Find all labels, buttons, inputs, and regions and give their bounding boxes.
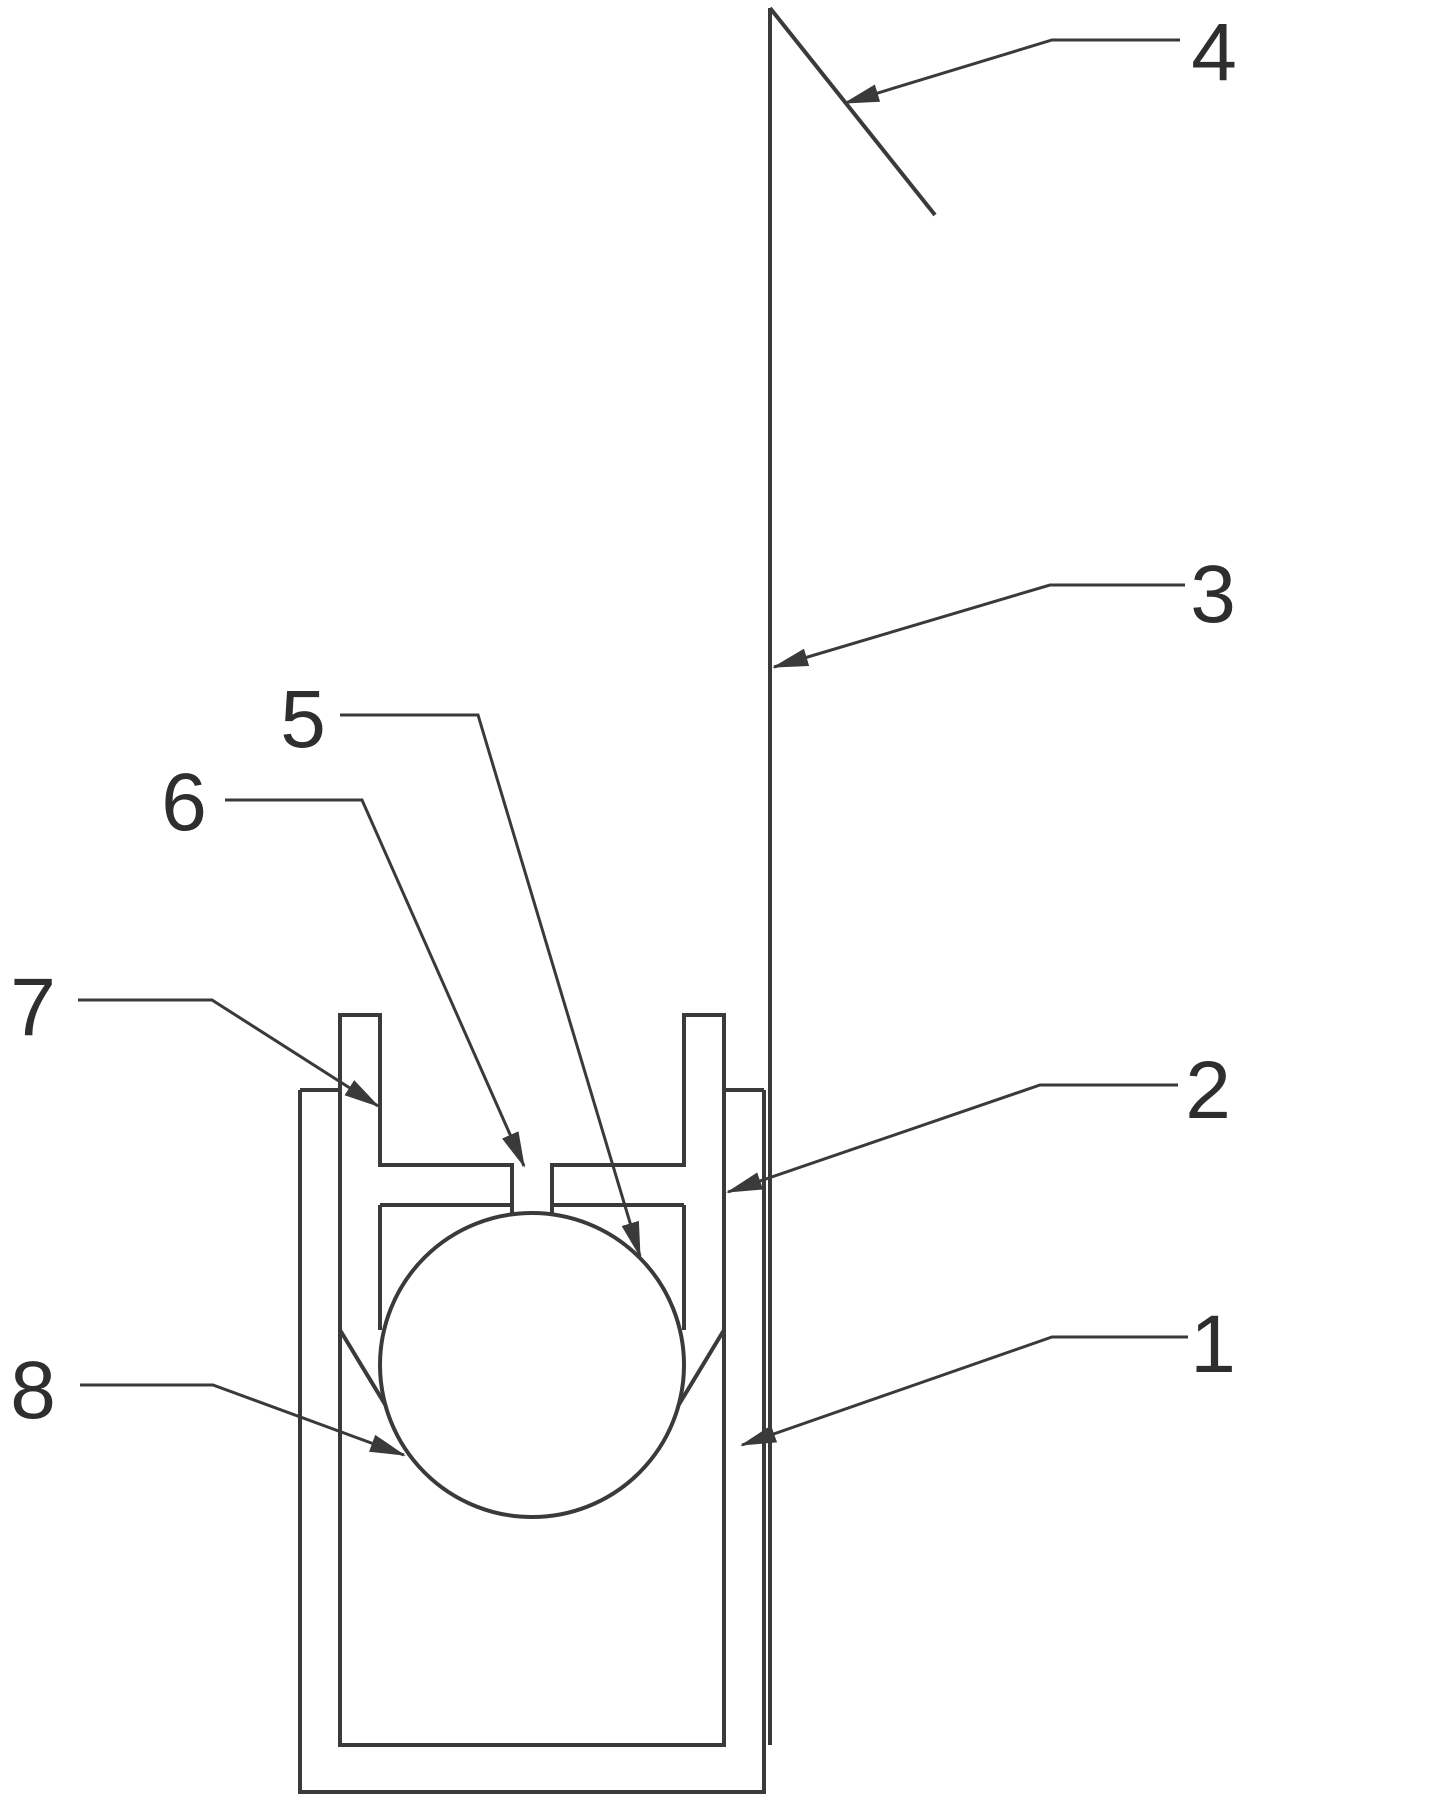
part-label-4: 4 — [1191, 7, 1237, 98]
ball-circle — [378, 1211, 686, 1519]
part-label-6: 6 — [161, 757, 207, 848]
leader-line-7 — [78, 998, 380, 1108]
part-label-7: 7 — [10, 962, 56, 1053]
part-label-5: 5 — [280, 674, 326, 765]
leader-line-4 — [843, 38, 1180, 105]
sleeve-left-wall — [338, 1013, 514, 1330]
leader-line-5 — [340, 713, 642, 1258]
part-label-3: 3 — [1190, 549, 1236, 640]
leader-line-1 — [740, 1335, 1188, 1447]
pole-tip-edge — [768, 6, 937, 217]
leader-line-6 — [225, 798, 526, 1168]
leader-line-2 — [726, 1083, 1178, 1194]
part-label-8: 8 — [10, 1345, 56, 1436]
leader-line-3 — [772, 583, 1185, 669]
outer-tube-inner-face — [338, 1090, 726, 1747]
sleeve-left-seat-chamfer — [338, 1328, 388, 1408]
leader-lines-group — [78, 38, 1188, 1457]
leader-line-8 — [80, 1383, 406, 1457]
part-label-1: 1 — [1190, 1299, 1236, 1390]
sleeve-right-wall — [550, 1013, 726, 1330]
inner-sleeve-group — [338, 1013, 726, 1408]
part-labels-group: 1 2 3 4 5 6 7 8 — [10, 7, 1237, 1436]
sleeve-right-seat-chamfer — [676, 1328, 726, 1408]
pole-group — [768, 6, 937, 1745]
part-label-2: 2 — [1185, 1045, 1231, 1136]
